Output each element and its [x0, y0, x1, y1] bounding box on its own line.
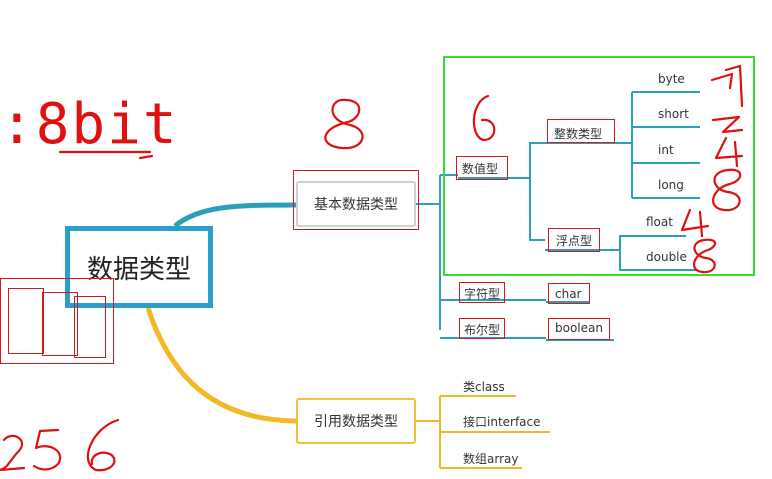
type-long[interactable]: long	[658, 178, 684, 192]
handwritten-256-2	[0, 434, 26, 472]
type-short[interactable]: short	[658, 107, 689, 121]
handwritten-size-2	[711, 115, 744, 134]
type-boolean[interactable]: boolean	[555, 321, 603, 335]
handwritten-256-5	[32, 428, 62, 471]
char-category-node[interactable]: 字符型	[464, 287, 501, 301]
numeric-selection-box	[443, 56, 755, 276]
integer-types-node[interactable]: 整数类型	[554, 127, 603, 141]
branch-root-basic	[173, 202, 297, 228]
handwritten-bits-label: :8bit	[0, 92, 179, 157]
basic-types-node[interactable]: 基本数据类型	[296, 181, 416, 227]
handwritten-size-4	[714, 136, 744, 168]
char-category-highlight	[459, 282, 505, 303]
handwritten-box-1	[8, 288, 44, 354]
type-float[interactable]: float	[646, 215, 673, 229]
handwritten-size-1	[710, 64, 744, 108]
handwritten-underline	[58, 150, 154, 160]
type-byte[interactable]: byte	[658, 72, 685, 86]
reference-types-node[interactable]: 引用数据类型	[296, 398, 416, 444]
type-int[interactable]: int	[658, 143, 674, 157]
basic-types-highlight	[293, 170, 419, 230]
type-boolean-highlight	[548, 318, 610, 340]
reference-item-array[interactable]: 数组array	[463, 452, 519, 466]
handwritten-float-8	[692, 238, 717, 274]
type-char-highlight	[548, 283, 590, 304]
branch-root-reference	[145, 307, 297, 424]
type-char[interactable]: char	[555, 287, 582, 301]
handwritten-box-outer	[0, 278, 114, 364]
integer-types-highlight	[547, 119, 615, 143]
handwritten-256-6	[86, 418, 120, 472]
reference-item-interface[interactable]: 接口interface	[463, 415, 541, 429]
numeric-node[interactable]: 数值型	[462, 162, 499, 176]
float-types-node[interactable]: 浮点型	[556, 234, 593, 248]
handwritten-box-3	[74, 296, 106, 358]
connector-reference-children	[416, 396, 441, 468]
handwritten-box-2	[42, 292, 78, 356]
handwritten-size-8	[712, 168, 742, 212]
float-types-highlight	[548, 228, 600, 252]
root-node[interactable]: 数据类型	[65, 226, 213, 308]
handwritten-float-4	[680, 208, 710, 238]
handwritten-six	[472, 94, 496, 142]
reference-item-class[interactable]: 类class	[463, 380, 505, 394]
boolean-category-node[interactable]: 布尔型	[464, 323, 501, 337]
numeric-highlight	[456, 156, 508, 180]
type-double[interactable]: double	[646, 250, 687, 264]
boolean-category-highlight	[459, 318, 505, 339]
handwritten-eight	[324, 98, 364, 150]
